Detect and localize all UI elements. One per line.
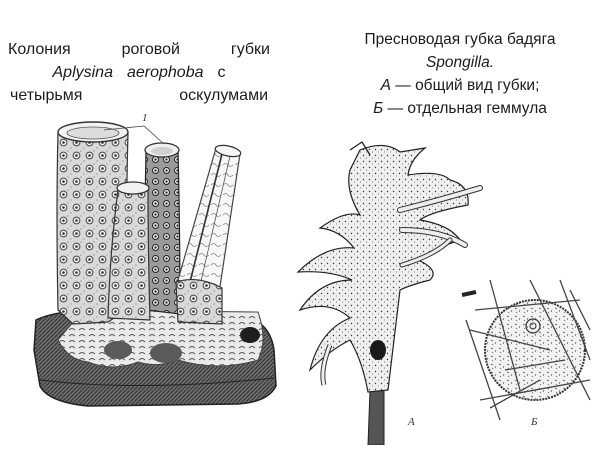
species-genus: Aplysina [52, 64, 113, 81]
caption-word: губки [230, 41, 270, 58]
oscula-callout-label: 1 [142, 112, 148, 124]
figure-label-b: Б [531, 416, 538, 428]
caption-word: оскулумами [179, 87, 268, 104]
legend-letter-a: А [380, 77, 391, 94]
right-caption-line-3: А — общий вид губки; [325, 74, 595, 97]
figure-label-a: А [408, 416, 415, 428]
right-caption-line-1: Пресноводая губка бадяга [364, 31, 556, 48]
caption-word: роговой [121, 41, 180, 58]
right-figure-caption: Пресноводая губка бадяга Spongilla. А — … [325, 28, 595, 120]
legend-text-b: — отдельная геммула [383, 100, 547, 117]
aplysina-colony-drawing [33, 121, 277, 407]
spongilla-drawing [296, 141, 591, 446]
left-caption-line-3: четырьмя оскулумами [8, 84, 270, 107]
left-figure-caption: Колония роговой губки Aplysina aerophoba… [8, 38, 270, 107]
right-caption-species: Spongilla. [425, 54, 495, 71]
left-caption-line-1: Колония роговой губки [8, 38, 270, 61]
caption-word: с [217, 64, 226, 81]
legend-letter-b: Б [373, 100, 384, 117]
right-caption-line-4: Б — отдельная геммула [325, 97, 595, 120]
species-epithet: aerophoba [126, 64, 204, 81]
legend-text-a: — общий вид губки; [390, 77, 540, 94]
caption-word: Колония [8, 41, 71, 58]
left-caption-line-2: Aplysina aerophoba с [8, 61, 270, 84]
aplysina-colony-illustration: 1 [18, 110, 280, 440]
gemmule-drawing [461, 279, 591, 421]
caption-word: четырьмя [10, 87, 83, 104]
spongilla-illustration: А Б [290, 130, 600, 446]
